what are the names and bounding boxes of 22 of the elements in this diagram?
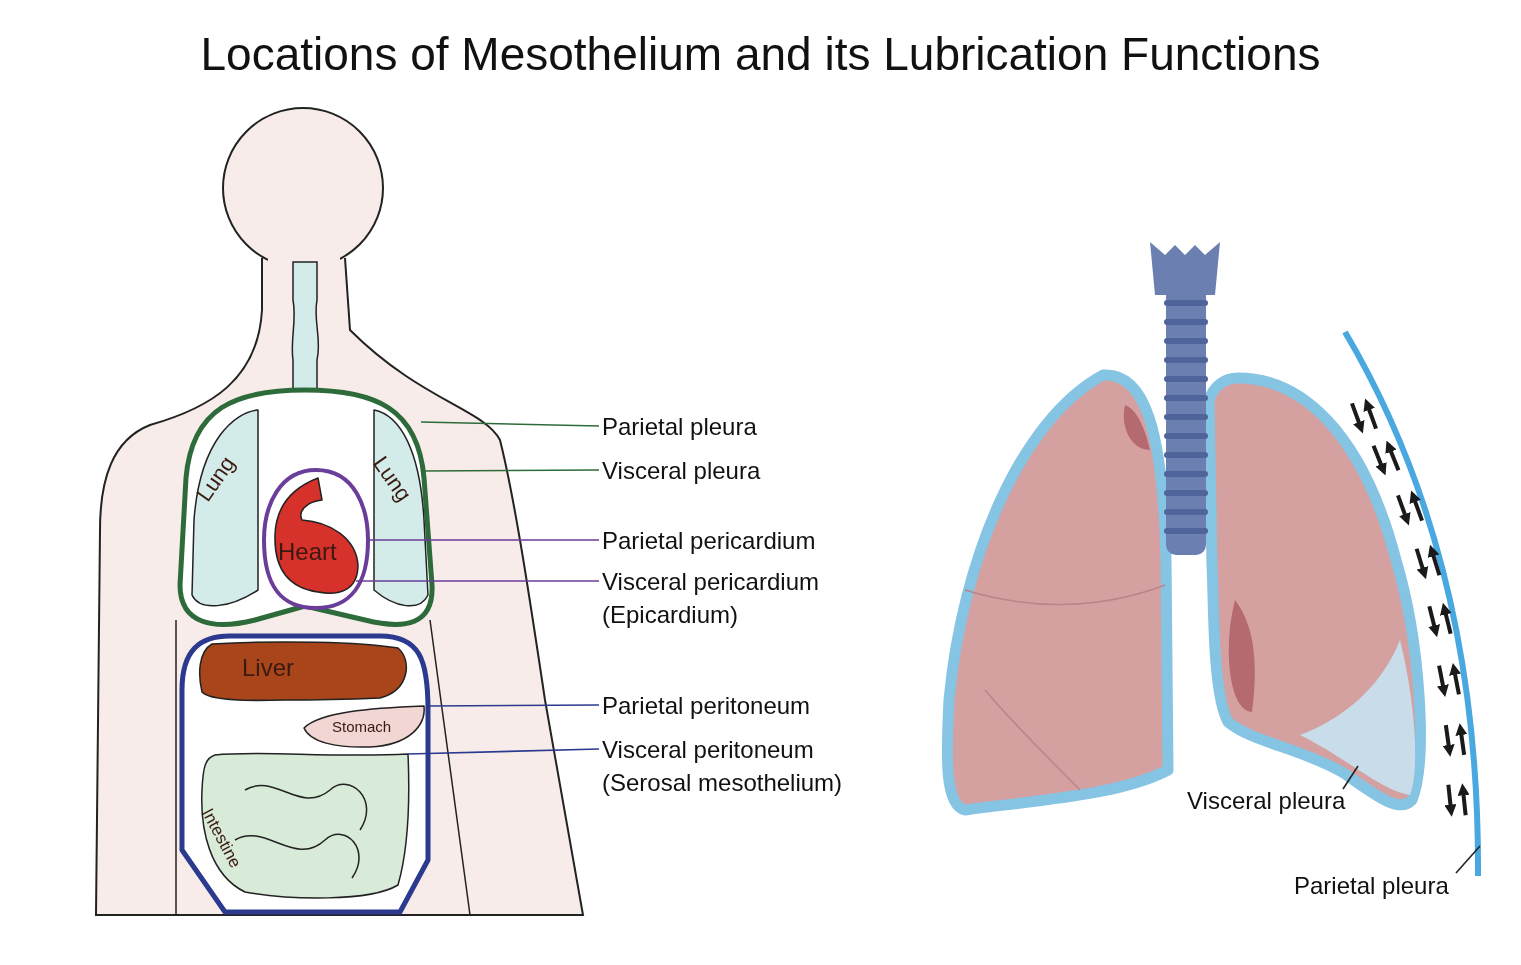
peritoneum-outline bbox=[177, 632, 432, 918]
structure-label: Visceral pleura bbox=[1187, 784, 1462, 817]
pericardium-outline bbox=[262, 468, 370, 610]
structure-label: Visceral pleura bbox=[602, 454, 877, 487]
organ-label: Stomach bbox=[332, 718, 392, 735]
leader-line bbox=[1455, 845, 1481, 874]
stomach-shape bbox=[300, 704, 428, 749]
structure-label: Parietal pleura bbox=[602, 410, 877, 443]
leader-line bbox=[427, 704, 600, 707]
leader-line bbox=[367, 539, 600, 541]
leader-line bbox=[420, 421, 600, 427]
structure-label: Parietal pleura bbox=[1294, 869, 1521, 902]
structure-label: Visceral peritoneum (Serosal mesothelium) bbox=[602, 733, 877, 799]
leader-line bbox=[355, 580, 600, 582]
structure-label: Visceral pericardium (Epicardium) bbox=[602, 565, 877, 631]
organ-label: Liver bbox=[242, 654, 295, 682]
structure-label: Parietal pericardium bbox=[602, 524, 877, 557]
leader-line bbox=[1342, 765, 1359, 790]
diagram-title: Locations of Mesothelium and its Lubrication Functions bbox=[199, 27, 1322, 82]
organ-label: Heart bbox=[278, 538, 337, 566]
structure-label: Parietal peritoneum bbox=[602, 689, 877, 722]
leader-line bbox=[407, 748, 600, 755]
